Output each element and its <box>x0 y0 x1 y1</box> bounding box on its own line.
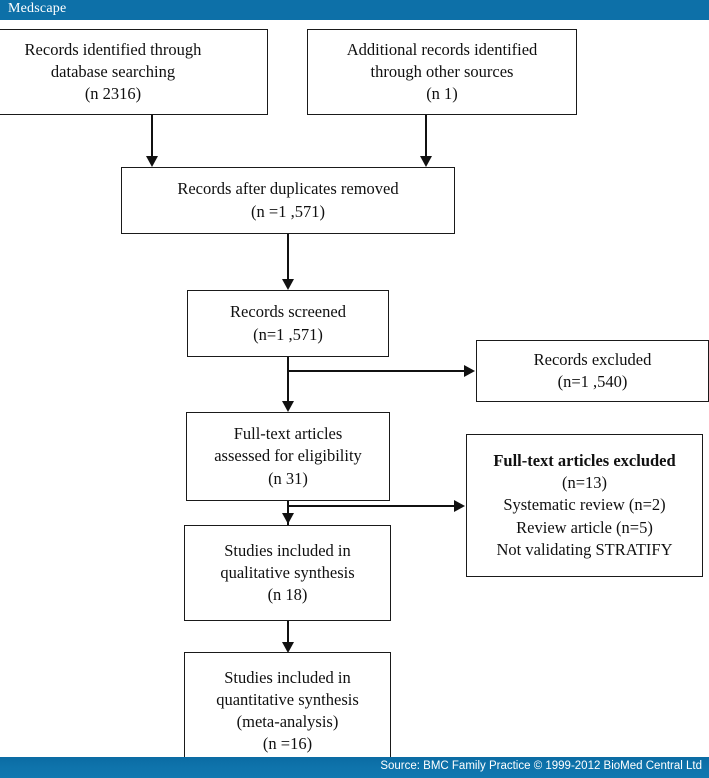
node-line: (n 18) <box>267 585 308 605</box>
node-line: Full-text articles excluded <box>493 451 676 471</box>
node-records-excluded: Records excluded (n=1 ,540) <box>476 340 709 402</box>
connector-fulltext-to-fulltext-excluded <box>288 505 454 507</box>
node-records-identified-database: Records identified through database sear… <box>0 29 268 115</box>
node-line: (meta-analysis) <box>236 712 339 731</box>
arrowhead-fulltext-to-qualitative <box>281 513 294 524</box>
node-line: Review article (n=5) <box>516 517 653 537</box>
connector-qualitative-to-quantitative <box>287 621 289 651</box>
arrowhead-database-to-duplicates <box>145 156 158 167</box>
arrowhead-duplicates-to-screened <box>281 279 294 290</box>
node-line: quantitative synthesis <box>216 689 359 709</box>
node-line: Additional records identified <box>346 39 538 59</box>
node-line: Records screened <box>230 302 346 322</box>
node-studies-quantitative-synthesis: Studies included in quantitative synthes… <box>184 652 391 770</box>
connector-database-to-duplicates <box>151 115 153 156</box>
arrowhead-qualitative-to-quantitative <box>281 642 294 653</box>
arrowhead-fulltext-to-fulltext-excluded <box>454 499 465 512</box>
connector-screened-to-records-excluded <box>288 370 464 372</box>
node-line: Full-text articles <box>233 424 343 444</box>
node-line: (n 1) <box>426 84 458 104</box>
node-line: (n =1 ,571) <box>251 201 325 221</box>
node-line: (n =16) <box>262 734 313 754</box>
arrowhead-screened-to-records-excluded <box>464 364 475 377</box>
connector-duplicates-to-screened <box>287 234 289 279</box>
node-line: database searching <box>50 61 176 81</box>
node-fulltext-articles-excluded: Full-text articles excluded (n=13) Syste… <box>466 434 703 577</box>
source-footer-bar: Source: BMC Family Practice © 1999-2012 … <box>0 757 709 778</box>
arrowhead-screened-to-fulltext <box>281 401 294 412</box>
node-line: Not validating STRATIFY <box>496 539 673 559</box>
node-line: Systematic review (n=2) <box>503 495 666 515</box>
node-line: Studies included in <box>224 667 351 687</box>
node-line: through other sources <box>370 61 514 81</box>
node-additional-records-identified: Additional records identified through ot… <box>307 29 577 115</box>
medscape-banner: Medscape <box>0 0 709 20</box>
node-line: (n 31) <box>268 468 308 488</box>
node-line: Records excluded <box>533 349 652 369</box>
connector-screened-to-fulltext <box>287 357 289 401</box>
source-credit-text: Source: BMC Family Practice © 1999-2012 … <box>380 760 702 772</box>
node-line: Records identified through <box>24 39 202 59</box>
node-line: (n=13) <box>561 473 608 493</box>
node-studies-qualitative-synthesis: Studies included in qualitative synthesi… <box>184 525 391 621</box>
node-line: (n 2316) <box>84 84 142 104</box>
node-line: (n=1 ,571) <box>253 324 323 344</box>
arrowhead-other-to-duplicates <box>419 156 432 167</box>
node-line: Records after duplicates removed <box>177 179 399 199</box>
medscape-logo: Medscape <box>8 1 67 16</box>
node-records-screened: Records screened (n=1 ,571) <box>187 290 389 357</box>
node-fulltext-assessed-for-eligibility: Full-text articles assessed for eligibil… <box>186 412 390 501</box>
node-records-after-duplicates-removed: Records after duplicates removed (n =1 ,… <box>121 167 455 234</box>
node-line: (n=1 ,540) <box>557 372 628 391</box>
connector-other-to-duplicates <box>425 115 427 156</box>
prisma-flow-diagram: Records identified through database sear… <box>0 20 709 770</box>
node-line: qualitative synthesis <box>220 562 355 582</box>
node-line: Studies included in <box>224 540 351 560</box>
node-line: assessed for eligibility <box>214 446 362 466</box>
